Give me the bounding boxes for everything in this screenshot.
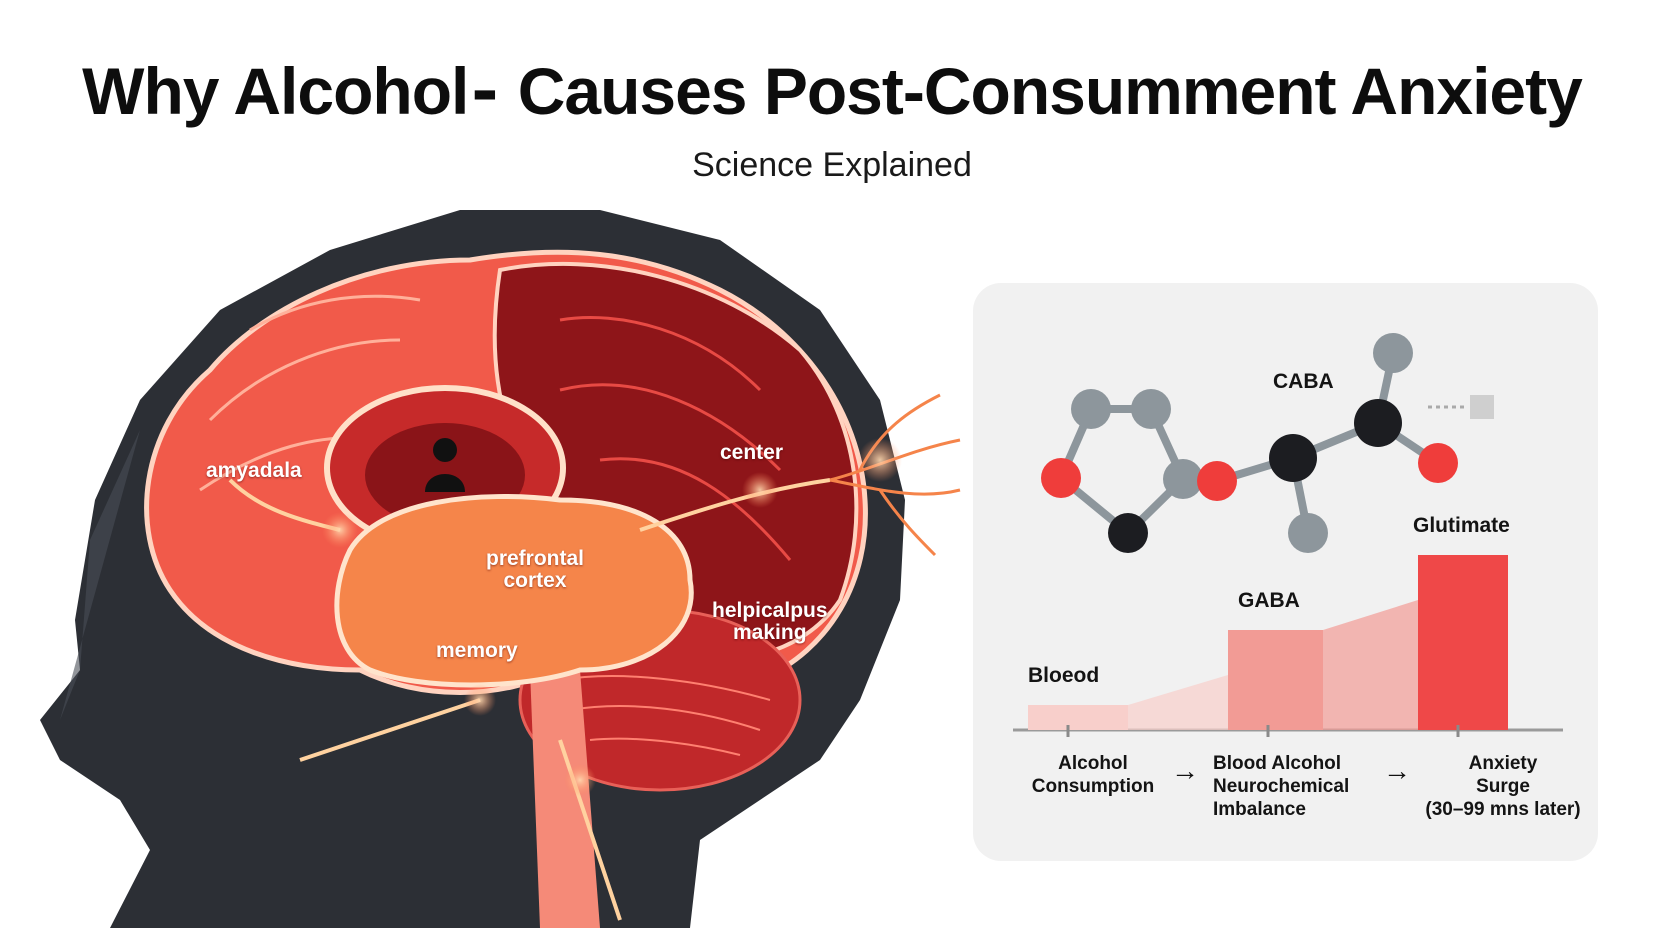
- chart-ramp: [1128, 675, 1228, 730]
- chart-bar: [1418, 555, 1508, 730]
- label-memory: memory: [436, 639, 518, 662]
- chart-bar: [1228, 630, 1323, 730]
- chart-bar-label: Glutimate: [1413, 514, 1510, 537]
- flow-step-imbalance: Blood Alcohol Neurochemical Imbalance: [1213, 753, 1350, 820]
- label-center: center: [720, 441, 784, 464]
- label-prefrontal-cortex: prefrontal cortex: [486, 547, 585, 593]
- flow-step-consumption: Alcohol Consumption: [1031, 753, 1155, 797]
- person-icon: [425, 438, 465, 492]
- flow-step-anxiety-surge: Anxiety Surge (30–99 mns later): [1425, 753, 1581, 820]
- chart-bar-label: Bloeod: [1028, 664, 1100, 687]
- page-subtitle: Science Explained: [692, 146, 972, 184]
- molecule-label: CABA: [1273, 370, 1334, 393]
- chart-ramp: [1323, 600, 1418, 730]
- nerve-spark-icon: [228, 478, 831, 921]
- page-title: Why Alcohol⁃ Causes Post-Consumment Anxi…: [82, 54, 1583, 128]
- label-hippocampus: helpicalpus making: [712, 599, 828, 645]
- head-illustration: [40, 210, 961, 928]
- label-amygdala: amyadala: [206, 459, 302, 482]
- chart-bars: [1028, 555, 1508, 737]
- flow-arrow-2: →: [1383, 755, 1411, 786]
- flow-arrow-1: →: [1171, 755, 1199, 786]
- molecule-icon: [1041, 333, 1494, 553]
- science-panel: CABA Bloeod GABA Glutimate Alcohol Consump…: [973, 283, 1598, 861]
- chart-bar: [1028, 705, 1128, 730]
- chart-bar-label: GABA: [1238, 589, 1300, 612]
